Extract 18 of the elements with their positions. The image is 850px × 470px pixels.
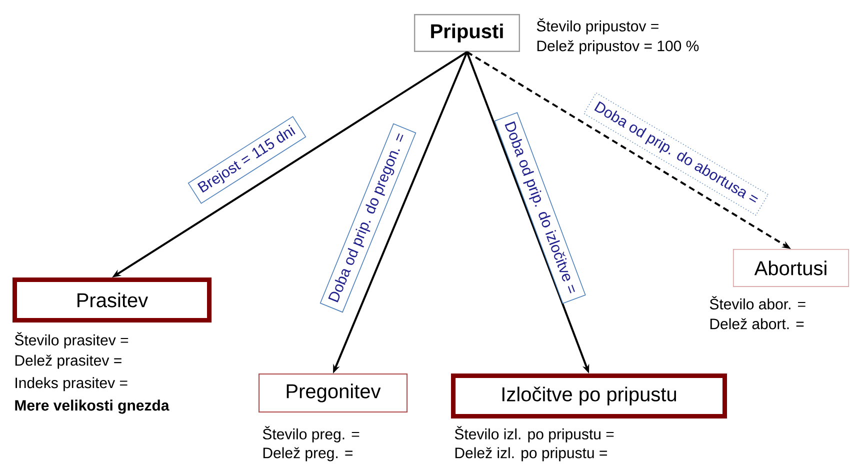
caption-text: Delež pripustov = 100 % (537, 40, 699, 54)
caption-text: Število preg. = (262, 426, 360, 442)
outcome-box: Izločitve po pripustu (451, 373, 727, 418)
caption-text: Število prasitev = (14, 332, 128, 348)
caption-text: Delež abort. = (710, 318, 804, 330)
caption-text: Število izl. po pripustu = (454, 426, 614, 442)
outcome-box: Pregonitev (258, 373, 408, 412)
caption-text: Delež prasitev = (15, 354, 122, 369)
outcome-box: Abortusi (733, 248, 849, 287)
title-box: Pripusti (414, 14, 520, 52)
caption-text: Indeks prasitev = (16, 377, 128, 392)
caption-text: Delež preg. = (263, 447, 352, 462)
caption-text: Mere velikosti gnezda (15, 400, 170, 414)
outcome-box: Prasitev (12, 277, 212, 322)
caption-text: Število pripustov = (536, 18, 658, 34)
edge-label: Doba od prip. do izločitve = (494, 112, 586, 304)
caption-text: Število abor. = (710, 296, 806, 310)
caption-text: Delež izl. po pripustu = (455, 447, 607, 462)
